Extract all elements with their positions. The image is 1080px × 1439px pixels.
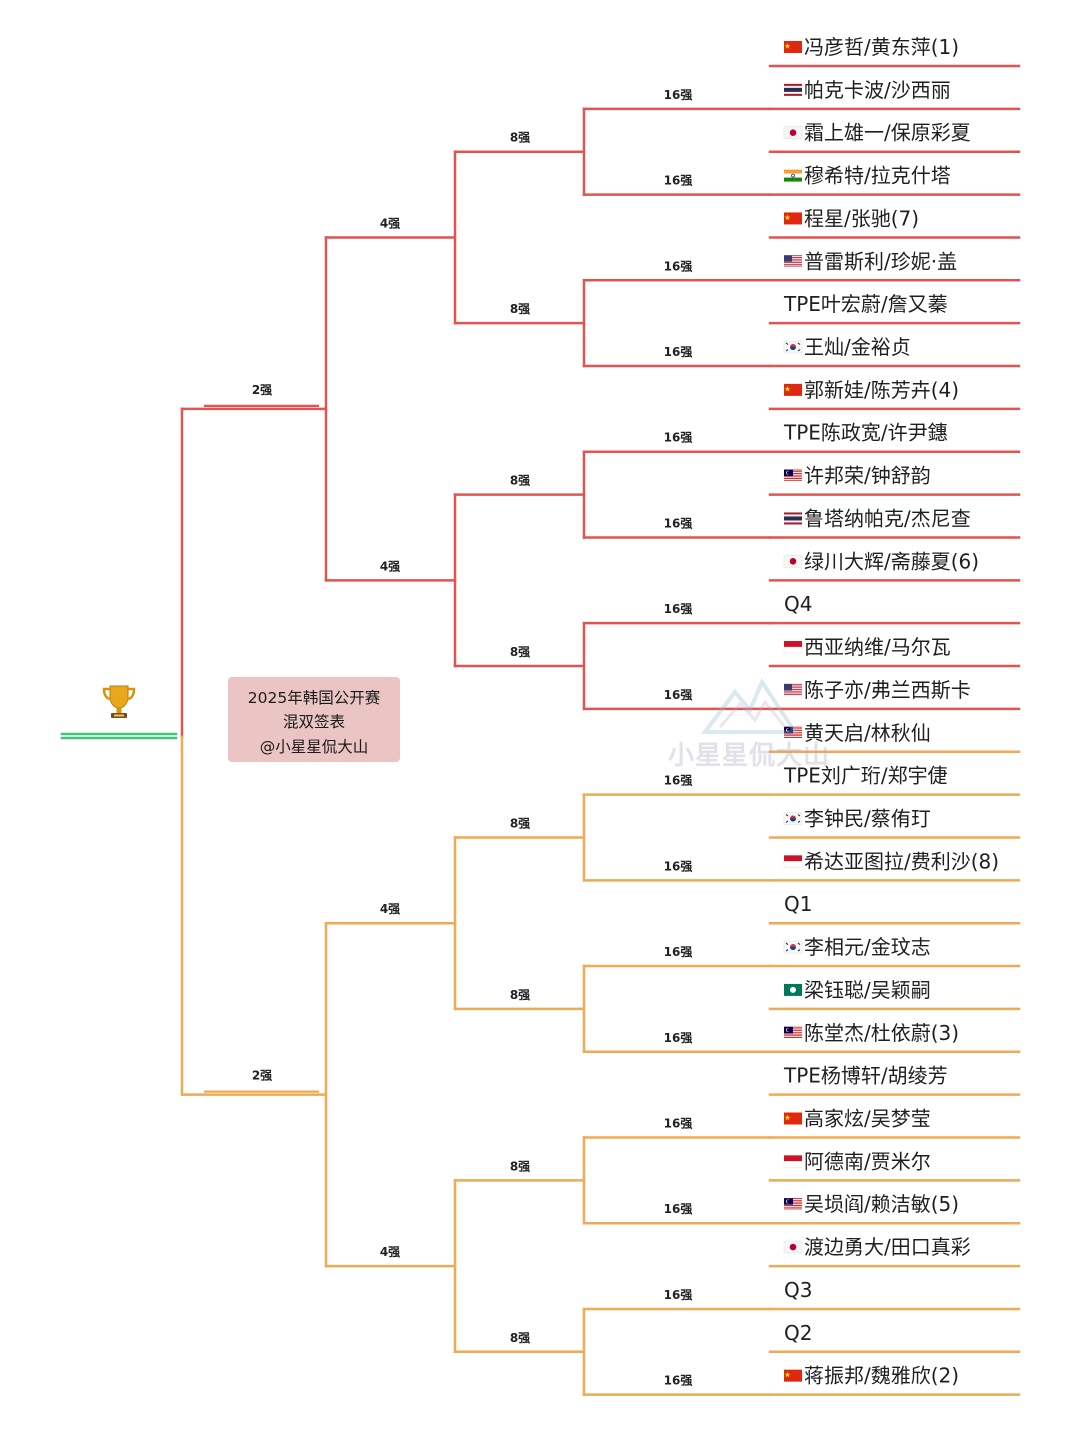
round-label-final: 2强	[252, 383, 272, 397]
round-label-sf: 4强	[380, 1245, 400, 1259]
player-name: 吴埙阎/赖洁敏(5)	[804, 1192, 959, 1216]
player-name: Q2	[784, 1321, 812, 1345]
round-label-sf: 4强	[380, 559, 400, 573]
round-label-r16: 16强	[664, 688, 693, 702]
flag-india-icon	[784, 169, 802, 182]
player-name: 鲁塔纳帕克/杰尼查	[804, 506, 971, 530]
round-label-r16: 16强	[664, 1117, 693, 1131]
player-name: 高家炫/吴梦莹	[804, 1107, 931, 1131]
round-label-sf: 4强	[380, 902, 400, 916]
watermark-mountain-icon	[700, 672, 800, 736]
round-label-r16: 16强	[664, 516, 693, 530]
watermark-text: 小星星侃大山	[668, 741, 831, 771]
player-name: 李相元/金玟志	[804, 935, 931, 959]
player-name: 普雷斯利/珍妮·盖	[804, 249, 957, 273]
round-label-r16: 16强	[664, 1374, 693, 1388]
flag-korea-icon	[783, 812, 803, 825]
trophy-icon	[102, 683, 136, 721]
player-name: Q1	[784, 892, 812, 916]
player-name: 穆希特/拉克什塔	[804, 164, 951, 188]
player-name: 渡边勇大/田口真彩	[804, 1235, 971, 1259]
flag-usa-icon	[784, 255, 802, 268]
round-label-qf: 8强	[510, 645, 530, 659]
round-label-r16: 16强	[664, 88, 693, 102]
flag-macau-icon	[784, 983, 802, 996]
player-name: 许邦荣/钟舒韵	[804, 464, 931, 488]
player-name: 阿德南/贾米尔	[804, 1149, 931, 1173]
flag-korea-icon	[783, 340, 803, 354]
player-name: 帕克卡波/沙西丽	[804, 78, 951, 102]
round-label-r16: 16强	[664, 1202, 693, 1216]
round-label-r16: 16强	[664, 431, 693, 445]
player-name: 郭新娃/陈芳卉(4)	[804, 378, 959, 402]
player-name: 蒋振邦/魏雅欣(2)	[804, 1364, 959, 1388]
flag-china-icon	[784, 41, 802, 53]
flag-china-icon	[784, 383, 802, 396]
player-name: 西亚纳维/马尔瓦	[804, 635, 951, 659]
player-name: TPE陈政宽/许尹鏸	[783, 421, 948, 445]
player-name: Q4	[784, 592, 812, 616]
player-name: 李钟民/蔡侑玎	[804, 806, 931, 830]
flag-china-icon	[784, 1369, 802, 1382]
player-name: 黄天启/林秋仙	[804, 721, 931, 745]
flag-thailand-icon	[784, 512, 802, 525]
player-name: 霜上雄一/保原彩夏	[804, 121, 971, 145]
flag-china-icon	[784, 212, 802, 225]
round-label-qf: 8强	[510, 302, 530, 316]
flag-thailand-icon	[784, 83, 802, 96]
title-card: 2025年韩国公开赛 混双签表 @小星星侃大山	[228, 677, 400, 762]
flag-malaysia-icon	[784, 726, 802, 739]
round-label-r16: 16强	[664, 259, 693, 273]
round-label-r16: 16强	[664, 602, 693, 616]
player-name: 程星/张驰(7)	[804, 206, 919, 230]
round-label-r16: 16强	[664, 174, 693, 188]
player-name: 陈堂杰/杜依蔚(3)	[804, 1021, 959, 1045]
round-label-r16: 16强	[664, 859, 693, 873]
flag-indonesia-icon	[783, 641, 803, 654]
round-label-qf: 8强	[510, 131, 530, 145]
player-name: 王灿/金裕贞	[804, 335, 911, 359]
flag-japan-icon	[783, 1240, 803, 1254]
flag-korea-icon	[783, 940, 803, 954]
player-name: 陈子亦/弗兰西斯卡	[804, 678, 971, 702]
player-name: Q3	[784, 1278, 812, 1302]
round-label-r16: 16强	[664, 1031, 693, 1045]
round-label-qf: 8强	[510, 816, 530, 830]
player-name: 梁钰聪/吴颖嗣	[804, 978, 931, 1002]
title-line-1: 2025年韩国公开赛	[247, 689, 381, 707]
flag-malaysia-icon	[784, 1198, 802, 1211]
title-line-2: 混双签表	[282, 713, 345, 731]
flag-indonesia-icon	[783, 1155, 803, 1168]
flag-malaysia-icon	[784, 469, 802, 482]
flag-china-icon	[784, 1112, 802, 1125]
flag-japan-icon	[783, 126, 803, 139]
round-label-r16: 16强	[664, 945, 693, 959]
flag-malaysia-icon	[784, 1026, 802, 1039]
round-label-qf: 8强	[510, 988, 530, 1002]
round-label-qf: 8强	[510, 1331, 530, 1345]
round-label-qf: 8强	[510, 474, 530, 488]
player-name: 希达亚图拉/费利沙(8)	[804, 849, 999, 873]
title-line-3: @小星星侃大山	[259, 738, 369, 756]
player-name: TPE刘广珩/郑宇倢	[783, 764, 948, 788]
player-name: 冯彦哲/黄东萍(1)	[804, 35, 959, 59]
player-name: 绿川大辉/斋藤夏(6)	[804, 549, 979, 573]
round-label-final: 2强	[252, 1069, 272, 1083]
round-label-r16: 16强	[664, 345, 693, 359]
round-label-qf: 8强	[510, 1159, 530, 1173]
player-name: TPE杨博轩/胡绫芳	[783, 1064, 948, 1088]
round-label-r16: 16强	[664, 774, 693, 788]
flag-usa-icon	[784, 683, 802, 696]
round-label-r16: 16强	[664, 1288, 693, 1302]
flag-japan-icon	[783, 555, 803, 568]
player-name: TPE叶宏蔚/詹又蓁	[783, 292, 948, 316]
round-label-sf: 4强	[380, 216, 400, 230]
flag-indonesia-icon	[783, 855, 803, 868]
